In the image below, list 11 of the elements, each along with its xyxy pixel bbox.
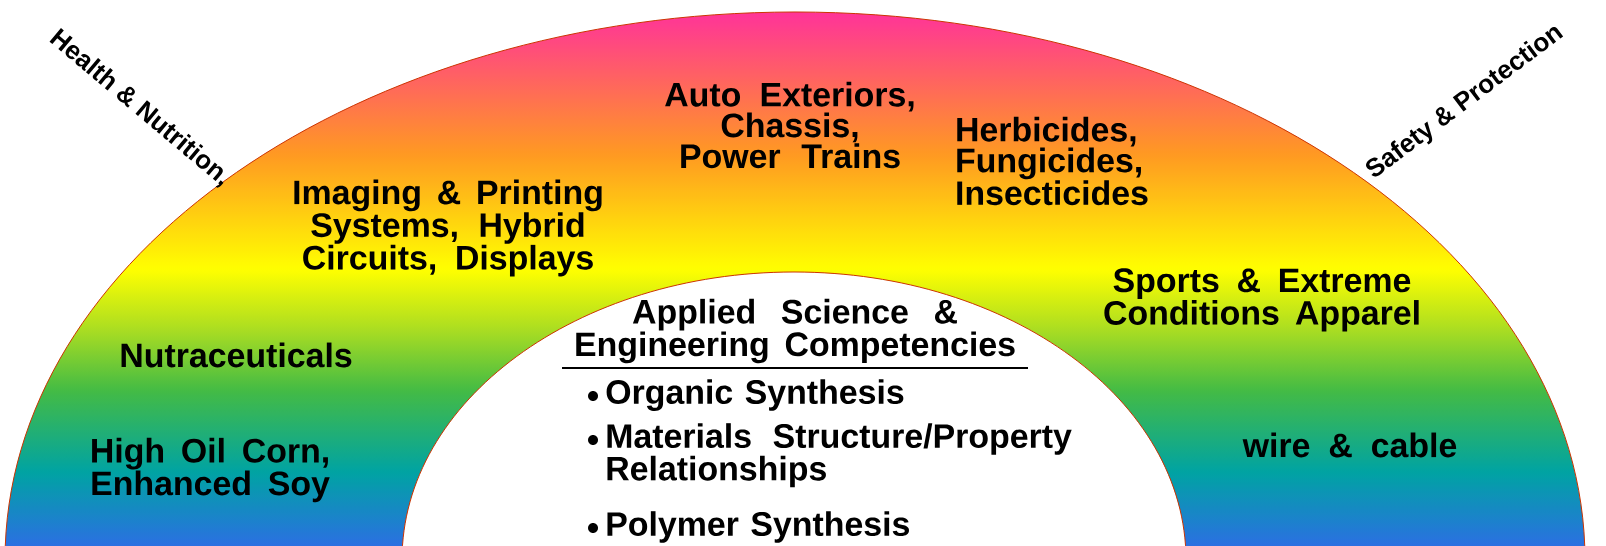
segment-label: High Oil Corn, Enhanced Soy	[92, 437, 330, 503]
segment-label: wire & cable	[1242, 432, 1457, 458]
bullet-item: Polymer Synthesis	[588, 511, 909, 543]
segment-label: Nutraceuticals	[121, 342, 352, 368]
heading: Applied Science & Engineering Competencies	[561, 298, 1029, 369]
segment-label: Sports & Extreme Conditions Apparel	[1104, 268, 1419, 332]
bullet-item: Organic Synthesis	[588, 379, 904, 411]
segment-label: Imaging & Printing Systems, Hybrid Circuits, Displays	[294, 179, 602, 277]
segment-label: Herbicides, Fungicides, Insecticides	[957, 116, 1148, 206]
bullet-item: Materials Structure/Property Relationships	[588, 423, 1072, 488]
segment-label: Auto Exteriors, Chassis, Power Trains	[665, 81, 914, 169]
